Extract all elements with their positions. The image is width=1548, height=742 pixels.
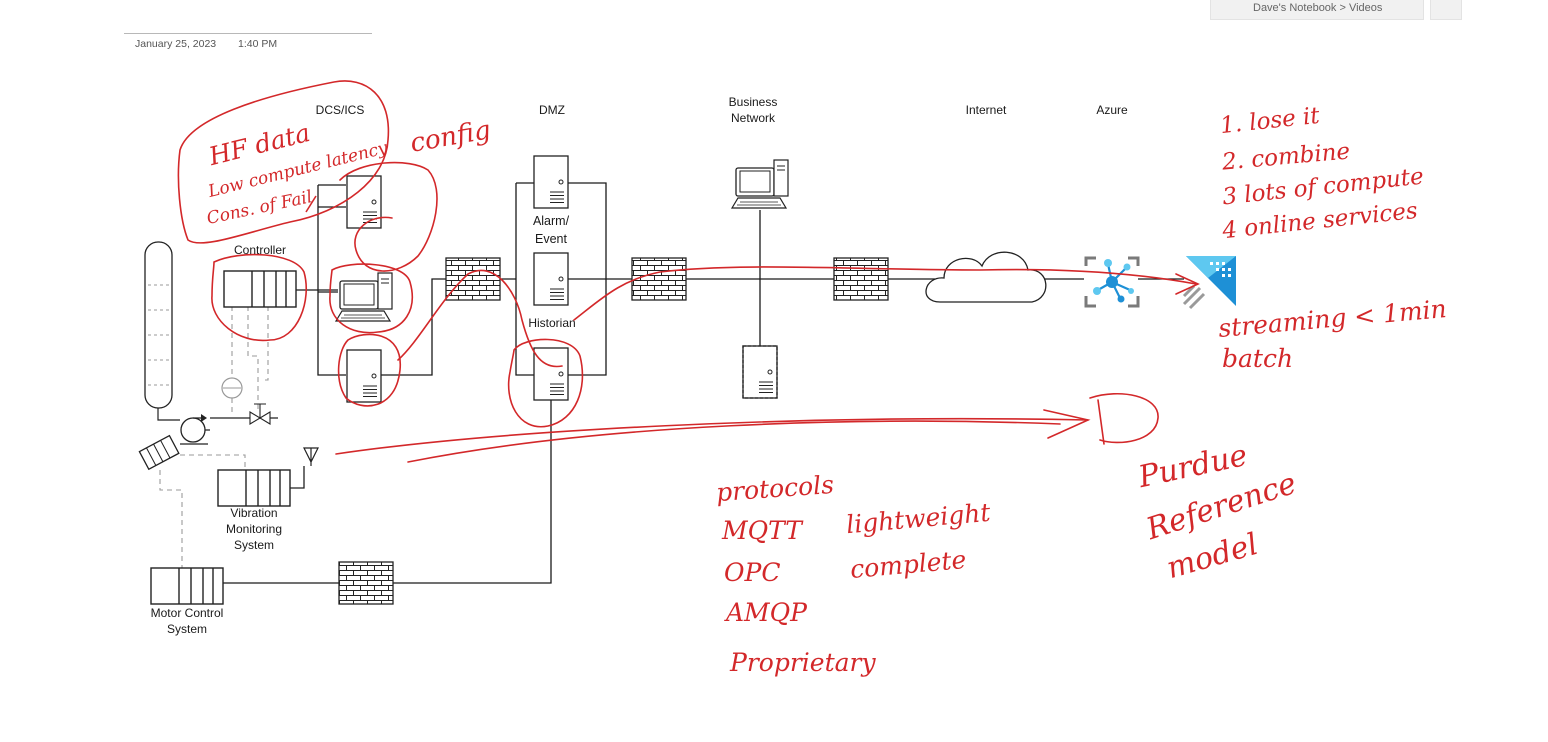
page-time: 1:40 PM: [238, 38, 278, 50]
controller-rack: [223, 270, 297, 308]
zone-label-dmz: DMZ: [539, 103, 565, 117]
handwritten-ink: [177, 80, 1200, 463]
antenna-icon: [303, 447, 319, 466]
firewall-icon: [445, 257, 501, 301]
firewall-icon: [833, 257, 889, 301]
page-date: January 25, 2023: [135, 38, 217, 50]
zone-label-business-network: Business Network: [728, 95, 778, 125]
vibration-rack: [217, 466, 305, 507]
stream-analytics-icon: [1182, 256, 1236, 310]
note-proprietary: Proprietary: [730, 648, 876, 677]
page-title-underline: [124, 33, 372, 34]
notebook-breadcrumb-button[interactable]: Dave's Notebook > Videos: [1210, 0, 1424, 20]
server-icon: [742, 345, 778, 399]
note-batch: batch: [1222, 344, 1294, 373]
zone-label-azure: Azure: [1096, 103, 1128, 117]
workstation-icon: [335, 272, 393, 322]
note-protocols: protocols: [715, 469, 835, 508]
note-mqtt: MQTT: [722, 516, 802, 545]
motor-control-rack: [150, 567, 224, 605]
iot-hub-icon: [1084, 256, 1140, 308]
network-lines: [222, 182, 1184, 584]
valve-icon: [210, 403, 278, 425]
pump-icon: [180, 414, 210, 445]
workstation-icon: [731, 159, 789, 209]
note-amqp: AMQP: [726, 598, 807, 627]
note-opc: OPC: [724, 558, 781, 587]
server-icon: [346, 175, 382, 229]
firewall-icon: [338, 561, 394, 605]
component-label-motor-control: Motor Control System: [150, 606, 224, 636]
notebook-breadcrumb: Dave's Notebook > Videos: [1253, 2, 1383, 14]
cloud-icon: [925, 251, 1047, 303]
component-label-historian: Historian: [528, 316, 576, 330]
component-label-vibration-monitoring: Vibration Monitoring System: [225, 506, 283, 552]
zone-label-internet: Internet: [965, 103, 1007, 117]
distillation-column-icon: [144, 241, 180, 421]
server-icon: [346, 349, 382, 403]
transmitter-icon: [221, 377, 243, 399]
firewall-icon: [631, 257, 687, 301]
zone-label-dcs-ics: DCS/ICS: [315, 103, 365, 117]
page-options-button[interactable]: [1430, 0, 1462, 20]
bubble-tail: [305, 195, 317, 213]
server-icon: [533, 155, 569, 209]
server-icon: [533, 252, 569, 306]
motor-icon: [138, 434, 180, 471]
server-icon: [533, 347, 569, 401]
component-label-alarm-event: Alarm/ Event: [532, 214, 570, 246]
instrument-lines: [159, 306, 269, 568]
component-label-controller: Controller: [233, 243, 287, 257]
